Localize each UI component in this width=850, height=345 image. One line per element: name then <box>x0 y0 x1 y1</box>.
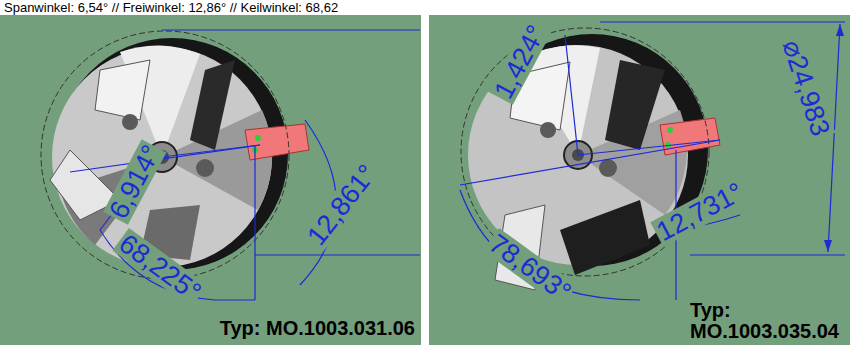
type-label: Typ: MO.1003.031.06 <box>220 318 415 339</box>
angle-note: Spanwinkel: 6,54° // Freiwinkel: 12,86° … <box>4 1 338 15</box>
type-label: Typ: MO.1003.035.04 <box>690 300 845 342</box>
